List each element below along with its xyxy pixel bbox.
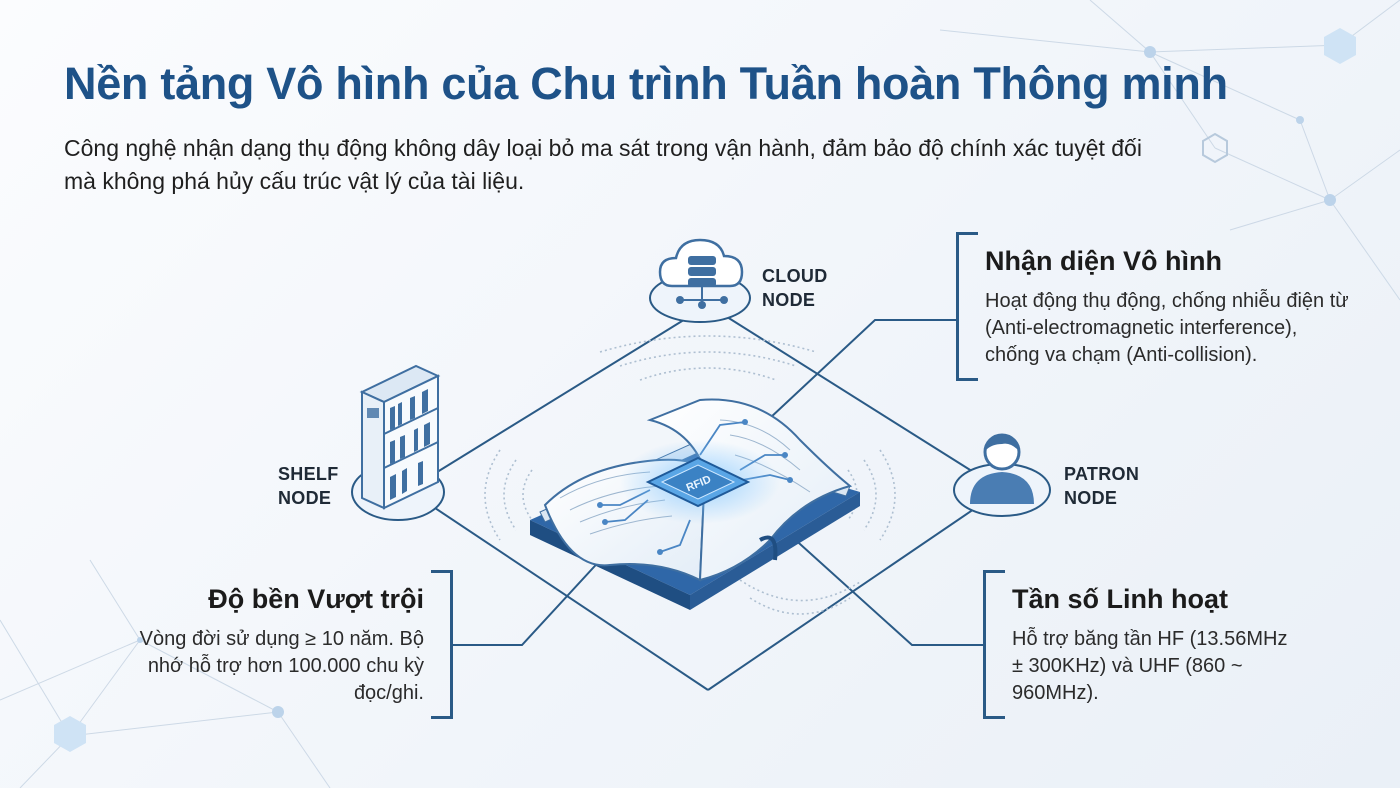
panel-frequency: Tần số Linh hoạt Hỗ trợ băng tần HF (13.… (983, 570, 1302, 719)
cloud-node-label: CLOUD NODE (762, 264, 828, 312)
cloud-node-label-line1: CLOUD (762, 266, 828, 286)
wireless-waves (484, 335, 896, 615)
panel-durability-body: Vòng đời sử dụng ≥ 10 năm. Bộ nhớ hỗ trợ… (139, 628, 424, 704)
shelf-node-label-line2: NODE (278, 488, 332, 508)
shelf-node-label: SHELF NODE (278, 462, 339, 510)
patron-node-label-line2: NODE (1064, 488, 1118, 508)
hexagon-decoration (54, 716, 86, 752)
shelf-node (351, 364, 445, 521)
open-book-rfid-icon: RFID (530, 398, 860, 610)
panel-invisible-body: Hoạt động thụ động, chống nhiễu điện từ … (985, 290, 1349, 366)
bookshelf-icon (359, 364, 441, 510)
background-network-dots (137, 46, 1336, 718)
panel-durability-title: Độ bền Vượt trội (208, 584, 424, 614)
patron-node (953, 433, 1051, 517)
patron-node-label: PATRON NODE (1064, 462, 1139, 510)
hexagon-outline-decoration (1202, 132, 1228, 164)
shelf-node-label-line1: SHELF (278, 464, 339, 484)
cloud-node (649, 238, 751, 323)
panel-invisible-title: Nhận diện Vô hình (985, 246, 1222, 276)
patron-node-label-line1: PATRON (1064, 464, 1140, 484)
page-title: Nền tảng Vô hình của Chu trình Tuần hoàn… (64, 58, 1228, 109)
page-subtitle: Công nghệ nhận dạng thụ động không dây l… (64, 135, 1142, 194)
panel-invisible-recognition: Nhận diện Vô hình Hoạt động thụ động, ch… (956, 232, 1355, 381)
panel-connectors (452, 319, 985, 646)
panel-frequency-title: Tần số Linh hoạt (1012, 584, 1228, 614)
panel-frequency-body: Hỗ trợ băng tần HF (13.56MHz ± 300KHz) v… (1012, 628, 1288, 704)
hexagon-decoration (1324, 28, 1356, 64)
panel-durability: Độ bền Vượt trội Vòng đời sử dụng ≥ 10 n… (120, 570, 453, 719)
cloud-database-icon (658, 238, 744, 309)
person-icon (970, 433, 1034, 504)
cloud-node-label-line2: NODE (762, 290, 816, 310)
network-diamond (407, 304, 1003, 691)
